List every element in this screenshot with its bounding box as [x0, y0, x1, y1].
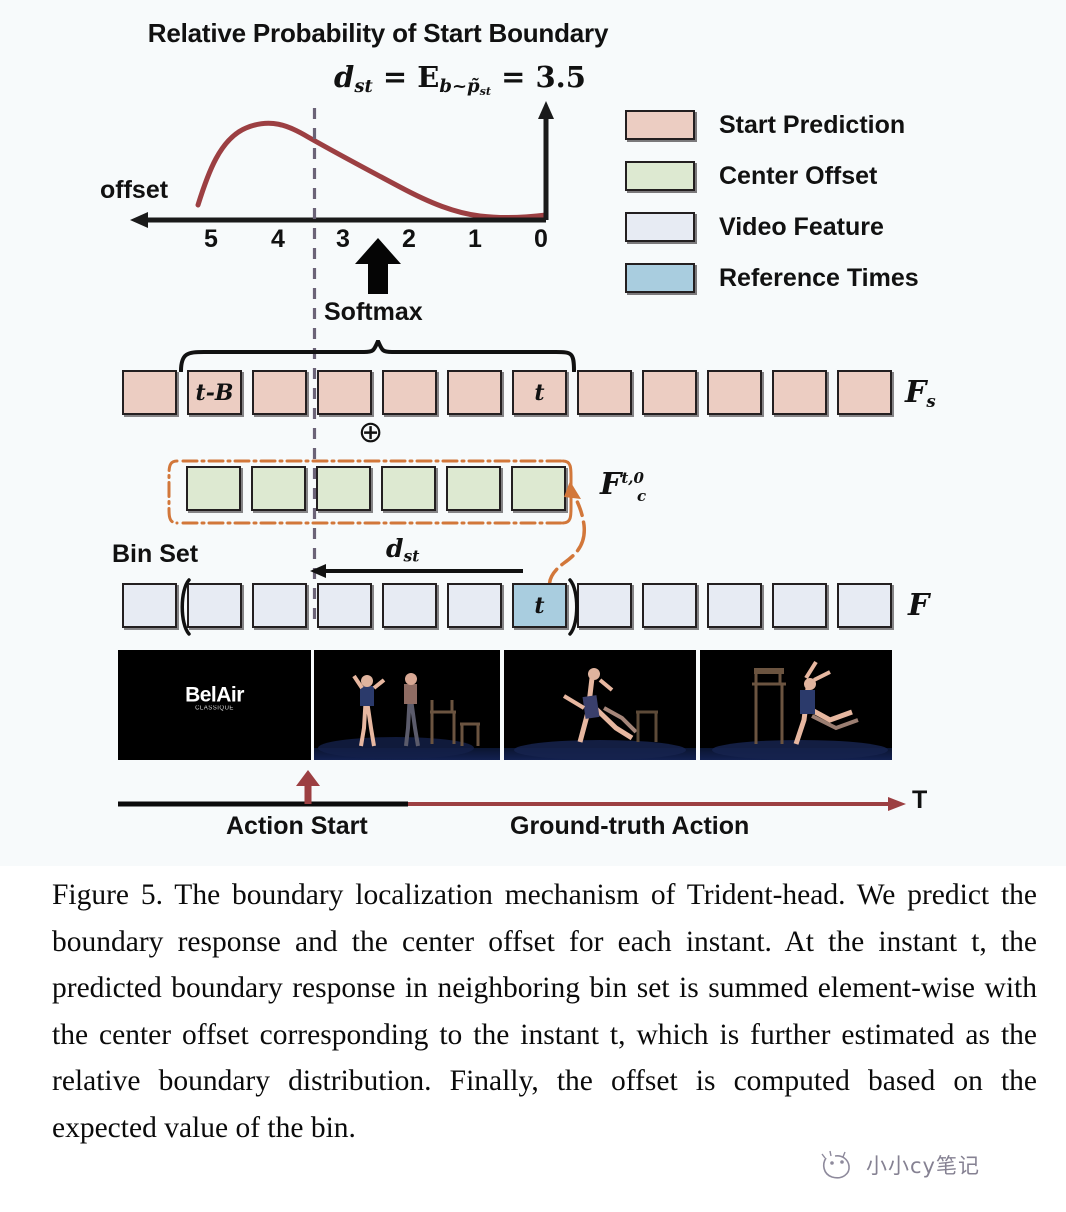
start-prediction-cell[interactable] — [772, 370, 827, 415]
start-prediction-cell[interactable] — [317, 370, 372, 415]
center-offset-dashdot-bracket — [167, 459, 573, 525]
tick-1: 1 — [468, 225, 482, 253]
start-prediction-cell[interactable] — [447, 370, 502, 415]
legend-item-center-offset: Center Offset — [625, 161, 919, 191]
timeline-axis — [118, 770, 906, 811]
center-offset-cell[interactable] — [511, 466, 566, 511]
legend-item-video-feature: Video Feature — [625, 212, 919, 242]
bin-set-parenthesis-right — [568, 578, 579, 636]
figure-panel: Relative Probability of Start Boundary d… — [100, 18, 936, 840]
start-prediction-cell[interactable] — [382, 370, 437, 415]
center-offset-row — [186, 466, 576, 511]
oplus-icon: ⊕ — [358, 416, 384, 449]
softmax-label: Softmax — [324, 298, 423, 326]
start-prediction-cell[interactable] — [122, 370, 177, 415]
start-prediction-cell[interactable]: t — [512, 370, 567, 415]
video-feature-cell[interactable] — [707, 583, 762, 628]
ground-truth-action-label: Ground-truth Action — [510, 812, 750, 840]
tick-0: 0 — [534, 225, 548, 253]
formula-eq1: = — [382, 60, 418, 94]
belair-logo: BelAir CLASSIQUE — [185, 683, 244, 712]
start-prediction-cell[interactable] — [837, 370, 892, 415]
center-offset-cell[interactable] — [446, 466, 501, 511]
figure-caption: Figure 5. The boundary localization mech… — [52, 879, 1037, 1145]
legend-label-video-feature: Video Feature — [719, 212, 884, 241]
tick-5: 5 — [204, 225, 218, 253]
video-frame-2[interactable] — [314, 650, 500, 760]
video-feature-cell[interactable] — [772, 583, 827, 628]
formula-eq2: = — [501, 60, 536, 94]
video-frame-1[interactable]: BelAir CLASSIQUE — [118, 650, 311, 760]
formula-value: 3.5 — [535, 60, 586, 94]
video-feature-cell[interactable] — [317, 583, 372, 628]
probability-curve-plot — [130, 101, 554, 228]
tick-4: 4 — [271, 225, 285, 253]
timeline-axis-label: T — [912, 786, 928, 814]
video-feature-cell[interactable] — [382, 583, 437, 628]
start-prediction-cell[interactable] — [642, 370, 697, 415]
video-frame-3[interactable] — [504, 650, 696, 760]
video-feature-cell[interactable] — [642, 583, 697, 628]
video-frame-4[interactable] — [700, 650, 892, 760]
bin-set-parenthesis-left — [180, 578, 191, 636]
expected-offset-formula: dst = Eb~p̃st = 3.5 — [334, 60, 586, 99]
legend-swatch-reference-times — [625, 263, 695, 293]
boundary-guide-line — [312, 108, 317, 620]
timeline-arrow-icon — [888, 797, 906, 811]
start-prediction-cell[interactable]: t-B — [187, 370, 242, 415]
arrowhead-icon — [310, 564, 326, 578]
legend-label-start-prediction: Start Prediction — [719, 110, 906, 139]
center-offset-cell[interactable] — [186, 466, 241, 511]
video-feature-cell[interactable] — [447, 583, 502, 628]
video-feature-cell[interactable] — [187, 583, 242, 628]
start-prediction-cell[interactable] — [707, 370, 762, 415]
video-feature-cell[interactable] — [837, 583, 892, 628]
video-feature-row: t — [122, 583, 902, 628]
video-feature-cell[interactable] — [577, 583, 632, 628]
legend-swatch-video-feature — [625, 212, 695, 242]
curve-path — [195, 120, 549, 221]
tick-2: 2 — [402, 225, 416, 253]
formula-E: E — [417, 60, 440, 94]
start-prediction-cell[interactable] — [577, 370, 632, 415]
tick-3: 3 — [336, 225, 350, 253]
video-feature-cell[interactable] — [252, 583, 307, 628]
center-offset-cell[interactable] — [251, 466, 306, 511]
softmax-brace — [179, 340, 576, 372]
start-prediction-row: t-B t — [122, 370, 902, 415]
dst-measure-arrow — [310, 564, 523, 578]
watermark-text: 小小cy笔记 — [866, 1154, 980, 1178]
legend-item-start-prediction: Start Prediction — [625, 110, 919, 140]
bin-set-label: Bin Set — [112, 540, 199, 568]
reference-time-cell[interactable]: t — [512, 583, 567, 628]
legend-item-reference-times: Reference Times — [625, 263, 919, 293]
center-offset-link-arrow — [547, 481, 587, 597]
legend-swatch-center-offset — [625, 161, 695, 191]
legend-label-center-offset: Center Offset — [719, 161, 878, 190]
row-label-fc: Ft,0c — [600, 467, 647, 505]
smiley-face-icon — [821, 1150, 850, 1179]
center-offset-cell[interactable] — [381, 466, 436, 511]
legend-label-reference-times: Reference Times — [719, 263, 919, 292]
legend: Start Prediction Center Offset Video Fea… — [625, 110, 919, 293]
dst-label: dst — [386, 534, 420, 566]
center-offset-cell[interactable] — [316, 466, 371, 511]
row-label-fs: Fs — [905, 375, 936, 411]
watermark: 小小cy笔记 — [818, 1143, 1038, 1187]
y-axis-arrow-icon — [538, 101, 554, 119]
action-start-arrow-icon — [296, 770, 320, 786]
video-feature-cell[interactable] — [122, 583, 177, 628]
legend-swatch-start-prediction — [625, 110, 695, 140]
offset-axis-label: offset — [100, 176, 169, 204]
start-prediction-cell[interactable] — [252, 370, 307, 415]
formula-d: dst — [334, 60, 373, 98]
figure-title: Relative Probability of Start Boundary — [147, 18, 609, 48]
softmax-arrow-icon — [355, 238, 401, 294]
arrowhead-icon — [564, 481, 581, 499]
row-label-f: F — [908, 588, 930, 623]
x-axis-arrow-icon — [130, 212, 148, 228]
action-start-label: Action Start — [226, 812, 368, 840]
